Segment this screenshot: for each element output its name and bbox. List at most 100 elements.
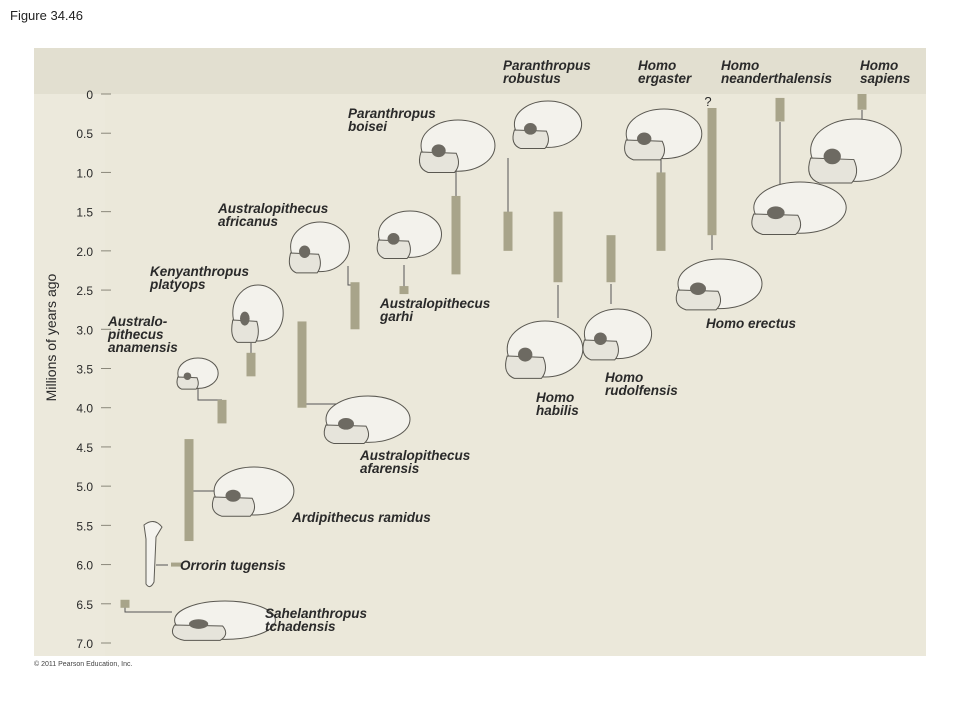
sahelanthropus-tchadensis-jaw-illustration — [172, 624, 227, 641]
homo-rudolfensis-eye-socket — [594, 332, 607, 345]
homo-sapiens-range-bar — [857, 94, 867, 110]
australopithecus-garhi-range-bar — [399, 286, 409, 295]
kenyanthropus-platyops-jaw-illustration — [231, 319, 259, 343]
paranthropus-boisei-range-bar — [451, 195, 461, 275]
species-ardipithecus-ramidus: Ardipithecus ramidus — [184, 439, 431, 542]
y-tick-label: 2.0 — [76, 245, 93, 259]
homo-neanderthalensis-eye-socket — [767, 206, 785, 220]
y-tick-label: 6.0 — [76, 559, 93, 573]
australopithecus-anamensis-label-line: anamensis — [108, 340, 178, 355]
sahelanthropus-tchadensis-eye-socket — [189, 619, 209, 629]
homo-ergaster-label-line: ergaster — [638, 71, 692, 86]
y-tick-label: 6.5 — [76, 598, 93, 612]
homo-ergaster-label-line: Homo — [638, 58, 676, 73]
australopithecus-garhi-label-line: garhi — [379, 309, 413, 324]
homo-sapiens-label-line: sapiens — [860, 71, 911, 86]
y-tick-label: 3.5 — [76, 363, 93, 377]
y-tick-label: 7.0 — [76, 637, 93, 651]
homo-habilis-range-bar — [553, 211, 563, 283]
australopithecus-africanus-range-bar — [350, 282, 360, 330]
homo-ergaster-range-bar — [656, 172, 666, 251]
orrorin-tugensis-label-line: Orrorin tugensis — [180, 558, 286, 573]
copyright-notice: © 2011 Pearson Education, Inc. — [34, 661, 133, 668]
ardipithecus-ramidus-range-bar — [184, 439, 194, 542]
australopithecus-afarensis-label-line: afarensis — [360, 461, 420, 476]
y-tick-label: 4.0 — [76, 402, 93, 416]
australopithecus-afarensis-jaw-illustration — [323, 424, 370, 445]
australopithecus-anamensis-jaw-illustration — [176, 376, 199, 390]
kenyanthropus-platyops-label-line: platyops — [149, 277, 206, 292]
ardipithecus-ramidus-jaw-illustration — [211, 496, 256, 517]
australopithecus-anamensis-label-line: Australo- — [107, 314, 168, 329]
sahelanthropus-tchadensis-range-bar — [120, 599, 130, 608]
kenyanthropus-platyops-eye-socket — [240, 311, 250, 326]
homo-rudolfensis-range-bar — [606, 235, 616, 283]
australopithecus-afarensis-label-line: Australopithecus — [359, 448, 471, 463]
homo-rudolfensis-label-line: Homo — [605, 370, 643, 385]
homo-habilis-jaw-illustration — [505, 355, 546, 379]
y-tick-label: 1.5 — [76, 206, 93, 220]
homo-erectus-uncertain-dash — [707, 116, 717, 119]
y-tick-label: 1.0 — [76, 166, 93, 180]
orrorin-tugensis-range-bar — [171, 562, 183, 567]
y-tick-label: 4.5 — [76, 441, 93, 455]
paranthropus-robustus-label-line: robustus — [503, 71, 561, 86]
y-tick-label: 5.0 — [76, 480, 93, 494]
species-homo-erectus: ?Homo erectus — [675, 94, 797, 331]
homo-erectus-uncertain-dash — [707, 128, 717, 131]
homo-erectus-uncertain-dash — [707, 120, 717, 123]
homo-neanderthalensis-label-line: neanderthalensis — [721, 71, 833, 86]
homo-erectus-range-bar — [707, 109, 717, 236]
species-orrorin-tugensis: Orrorin tugensis — [143, 521, 286, 588]
homo-erectus-eye-socket — [690, 282, 706, 295]
kenyanthropus-platyops-label-line: Kenyanthropus — [150, 264, 250, 279]
y-axis-label: Millions of years ago — [43, 273, 59, 401]
australopithecus-anamensis-label-line: pithecus — [107, 327, 164, 342]
y-tick-label: 3.0 — [76, 323, 93, 337]
sahelanthropus-tchadensis-label-line: tchadensis — [265, 619, 336, 634]
homo-habilis-eye-socket — [518, 347, 533, 362]
homo-ergaster-eye-socket — [637, 132, 652, 145]
homo-neanderthalensis-range-bar — [775, 97, 785, 122]
chart-panel-header — [34, 48, 926, 94]
homo-habilis-label-line: habilis — [536, 403, 579, 418]
homo-sapiens-eye-socket — [823, 148, 841, 165]
homo-erectus-uncertain-dash — [707, 108, 717, 111]
paranthropus-robustus-eye-socket — [524, 123, 537, 135]
homo-neanderthalensis-jaw-illustration — [751, 213, 802, 235]
ardipithecus-ramidus-eye-socket — [225, 489, 241, 502]
australopithecus-garhi-eye-socket — [387, 233, 400, 245]
y-tick-label: 0 — [86, 88, 93, 102]
paranthropus-robustus-range-bar — [503, 211, 513, 251]
orrorin-tugensis-bone-illustration — [143, 521, 163, 588]
australopithecus-garhi-label-line: Australopithecus — [379, 296, 491, 311]
homo-neanderthalensis-label-line: Homo — [721, 58, 759, 73]
homo-sapiens-label-line: Homo — [860, 58, 898, 73]
homo-rudolfensis-label-line: rudolfensis — [605, 383, 678, 398]
paranthropus-boisei-label-line: Paranthropus — [348, 106, 436, 121]
homo-erectus-uncertain-dash — [707, 112, 717, 115]
paranthropus-boisei-jaw-illustration — [419, 151, 459, 173]
paranthropus-robustus-label-line: Paranthropus — [503, 58, 591, 73]
australopithecus-garhi-jaw-illustration — [376, 239, 411, 260]
figure-label: Figure 34.46 — [10, 8, 83, 23]
australopithecus-anamensis-eye-socket — [183, 372, 192, 381]
y-tick-label: 0.5 — [76, 127, 93, 141]
y-tick-label: 5.5 — [76, 519, 93, 533]
homo-ergaster-jaw-illustration — [624, 139, 665, 161]
paranthropus-robustus-jaw-illustration — [512, 129, 549, 150]
y-tick-label: 2.5 — [76, 284, 93, 298]
homo-erectus-label-line: Homo erectus — [706, 316, 797, 331]
homo-erectus-uncertain-dash — [707, 124, 717, 127]
